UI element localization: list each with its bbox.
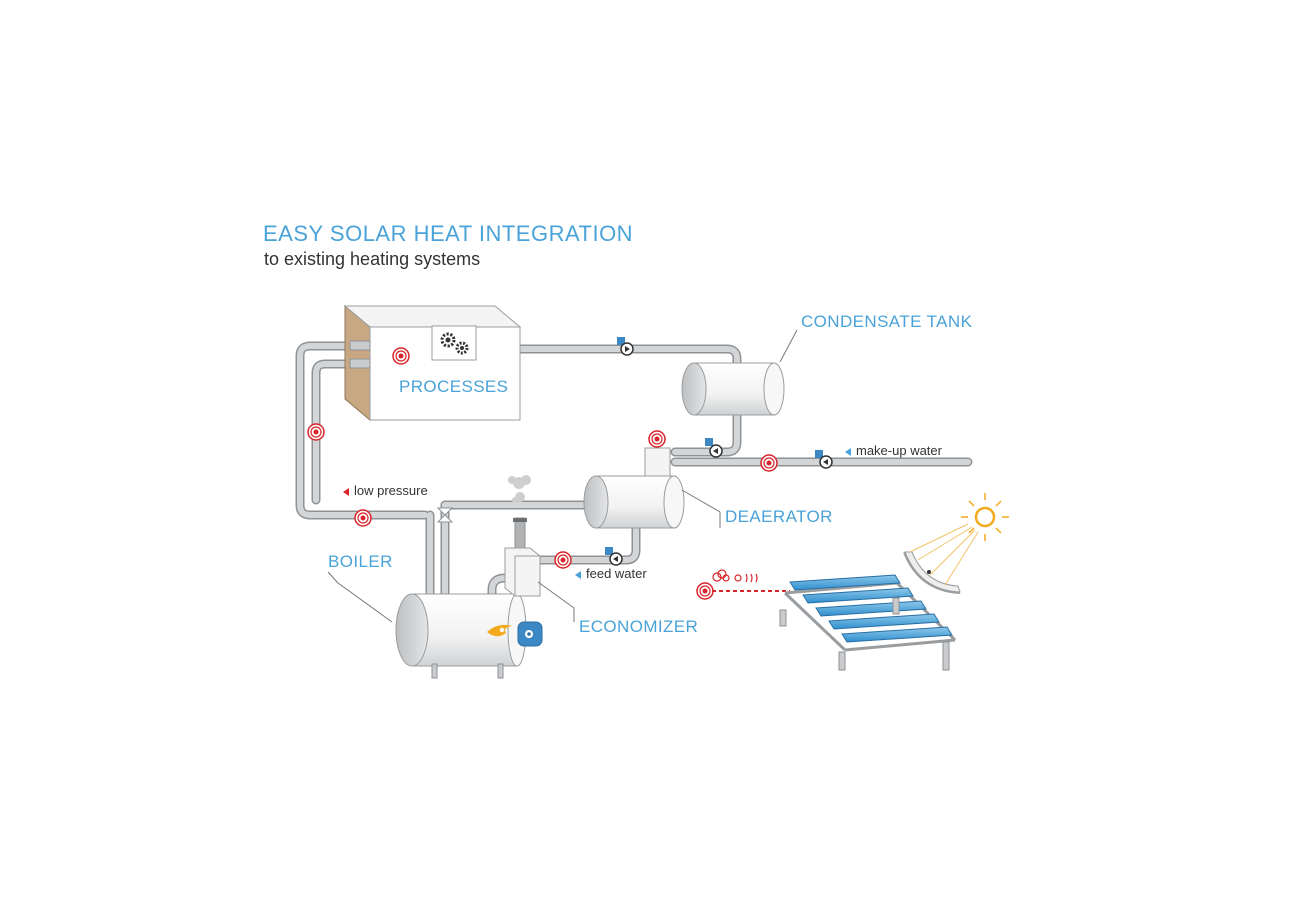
- arrow-left-icon: [575, 570, 581, 579]
- sun-icon: [961, 493, 1009, 541]
- steam-icon: [712, 569, 758, 583]
- flow-make-up-water: make-up water: [845, 443, 942, 458]
- pump-icon: [617, 337, 634, 356]
- integration-point-icon: [554, 551, 572, 569]
- integration-point-icon: [392, 347, 410, 365]
- label-economizer: ECONOMIZER: [579, 617, 699, 636]
- arrow-left-icon: [343, 487, 349, 496]
- arrow-left-icon: [845, 447, 851, 456]
- flow-low-pressure-label: low pressure: [354, 483, 428, 498]
- flow-feed-water-label: feed water: [586, 566, 647, 581]
- flow-feed-water: feed water: [575, 566, 647, 581]
- pump-icon: [815, 450, 833, 469]
- flow-make-up-water-label: make-up water: [856, 443, 942, 458]
- processes-unit: [343, 304, 522, 422]
- flame-icon: [487, 624, 512, 637]
- label-boiler: BOILER: [328, 552, 393, 571]
- integration-point-icon: [354, 509, 372, 527]
- page-subtitle: to existing heating systems: [264, 249, 481, 269]
- deaerator-tank: [583, 447, 721, 529]
- steam-icon: [508, 475, 531, 503]
- economizer-unit: [504, 517, 575, 622]
- integration-point-icon: [760, 454, 778, 472]
- mirror-icon: [903, 551, 961, 594]
- solar-collector-field: [712, 493, 1009, 671]
- valve-icon: [436, 507, 454, 523]
- integration-point-icon: [648, 430, 666, 448]
- flow-low-pressure: low pressure: [343, 483, 428, 498]
- label-deaerator: DEAERATOR: [725, 507, 833, 526]
- page-title: EASY SOLAR HEAT INTEGRATION: [263, 221, 634, 246]
- label-processes: PROCESSES: [399, 377, 509, 396]
- integration-point-icon: [696, 582, 714, 600]
- integration-point-icon: [307, 423, 325, 441]
- pump-icon: [605, 547, 623, 566]
- pump-icon: [705, 438, 723, 458]
- burner-icon: [517, 621, 543, 647]
- condensate-tank: [681, 329, 798, 416]
- gears-icon: [431, 325, 477, 361]
- label-condensate-tank: CONDENSATE TANK: [801, 312, 973, 331]
- boiler-unit: [327, 571, 543, 679]
